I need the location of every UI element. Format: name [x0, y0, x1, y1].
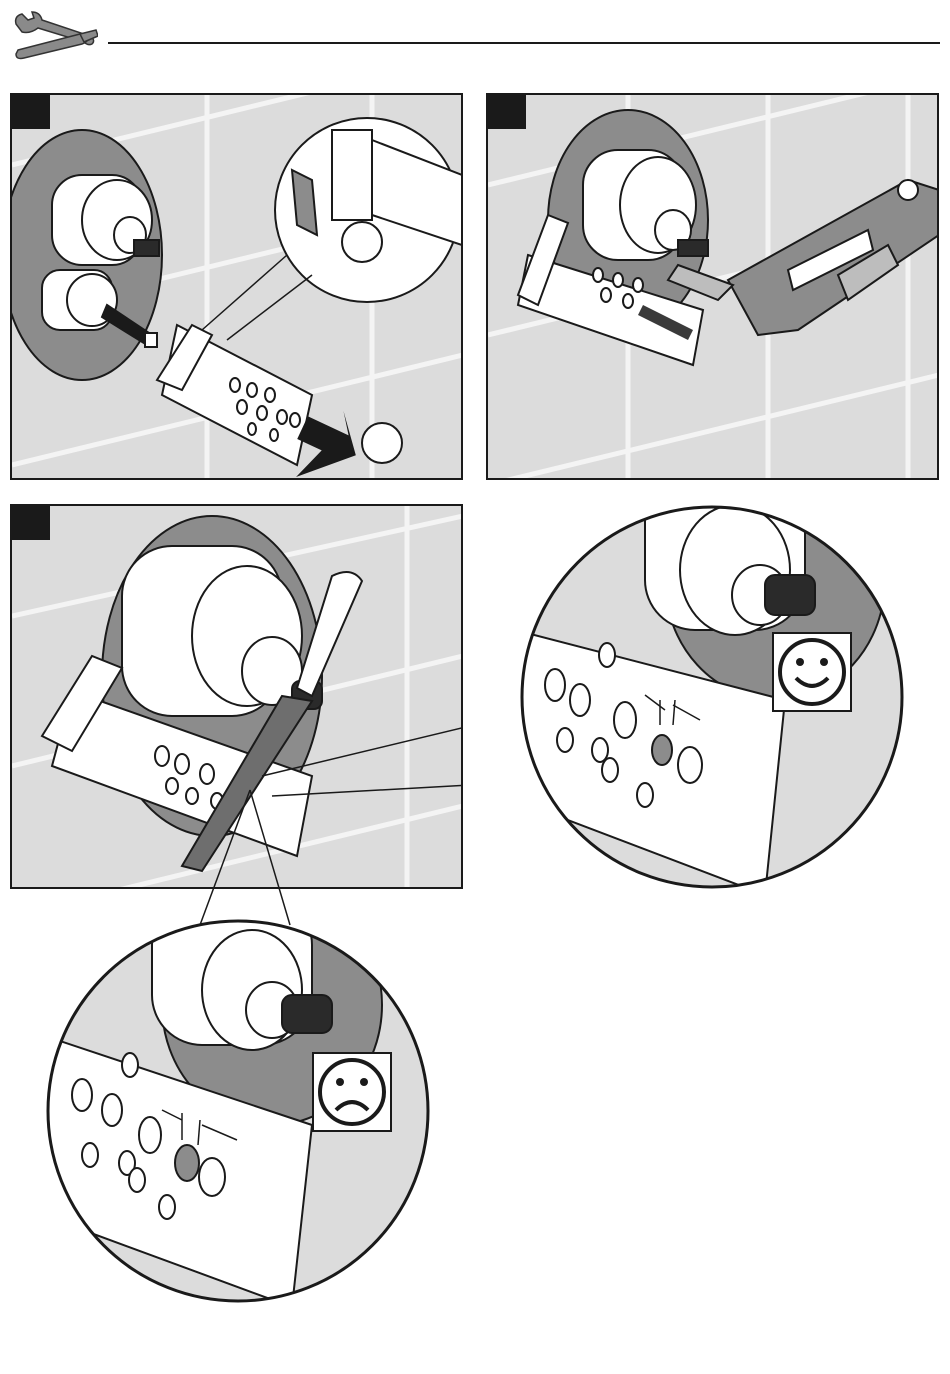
step-1-badge	[12, 95, 50, 129]
step-1-panel	[10, 93, 463, 480]
step-3-badge	[12, 506, 50, 540]
step-2-badge	[488, 95, 526, 129]
callout-lines	[190, 785, 300, 935]
header	[0, 0, 950, 80]
header-rule	[108, 42, 940, 44]
step-1-illustration	[12, 95, 463, 480]
step-2-panel	[486, 93, 939, 480]
step-2-illustration	[488, 95, 939, 480]
smiley-face-icon	[772, 632, 852, 712]
frown-face-icon	[312, 1052, 392, 1132]
wrench-screwdriver-icon	[10, 10, 98, 68]
